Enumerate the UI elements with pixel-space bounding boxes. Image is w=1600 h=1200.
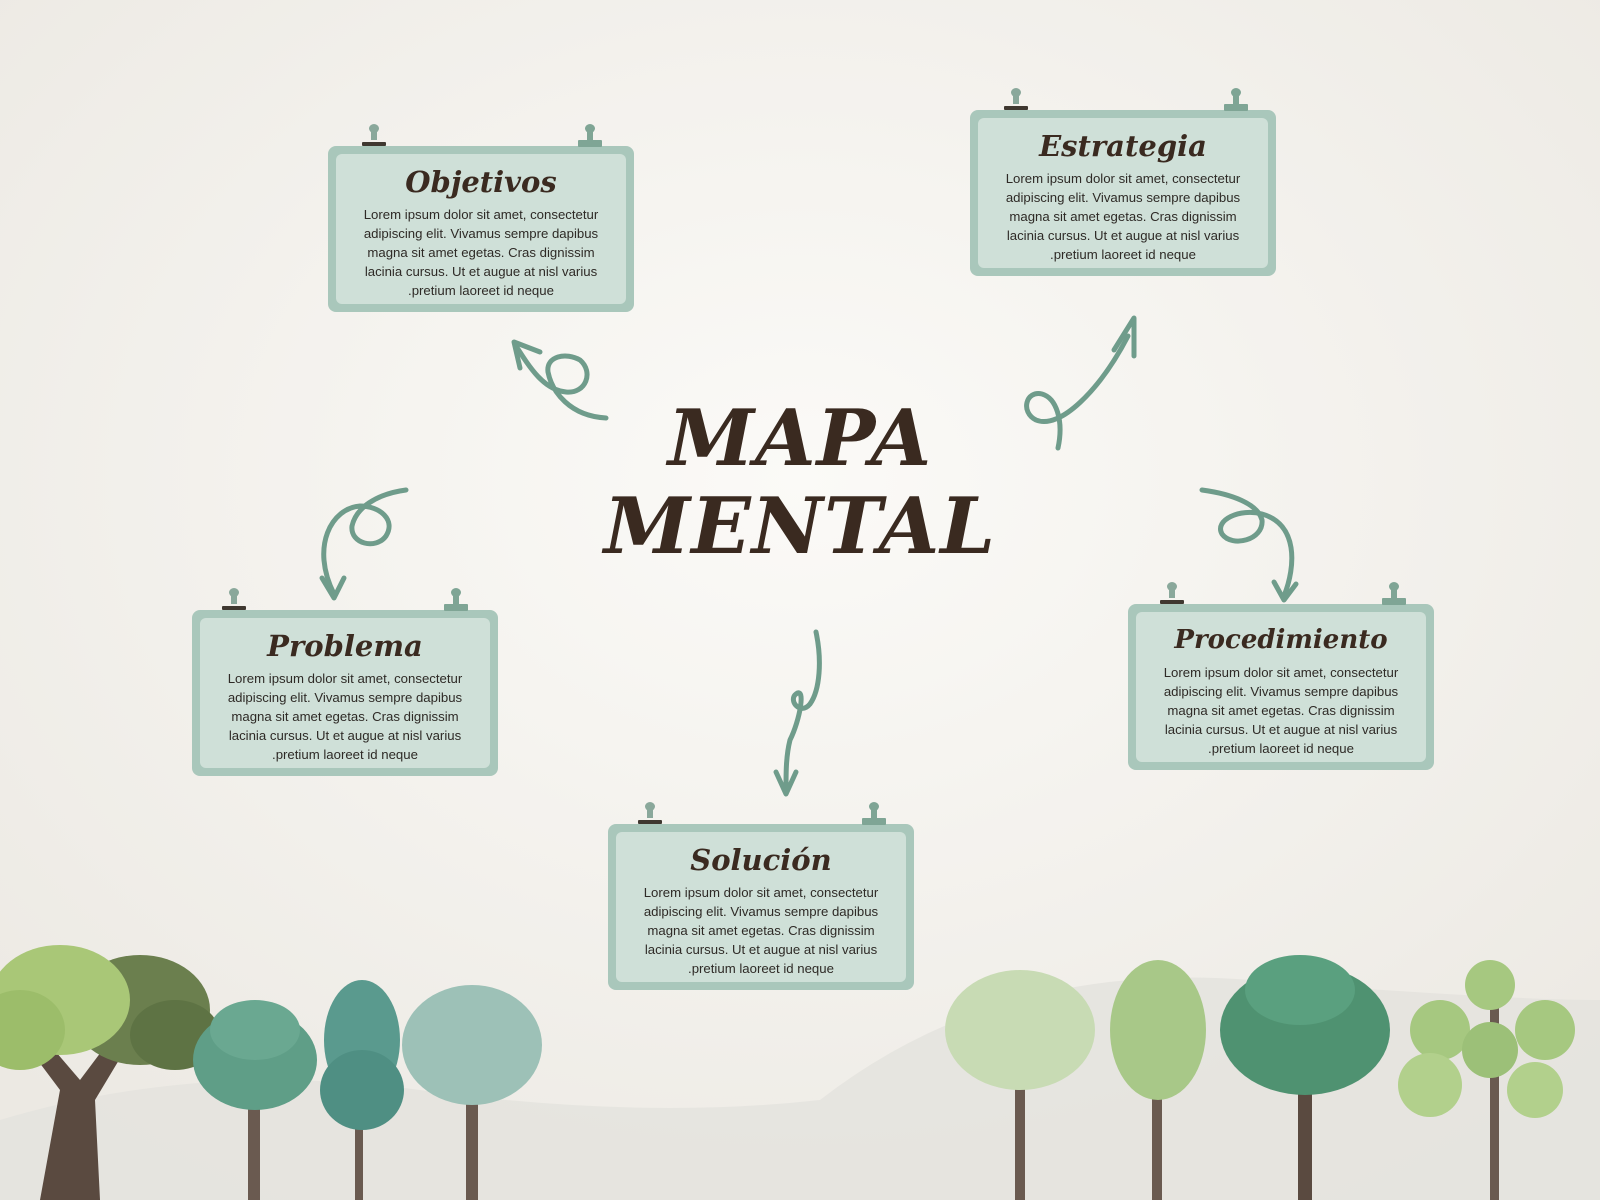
board-clip-icon	[1224, 88, 1248, 112]
node-heading: Problema	[267, 629, 423, 663]
node-solucion: Solución Lorem ipsum dolor sit amet, con…	[608, 802, 914, 990]
node-procedimiento: Procedimiento Lorem ipsum dolor sit amet…	[1128, 582, 1434, 770]
curly-arrow-icon	[783, 629, 822, 793]
board-clip-icon	[444, 588, 468, 612]
tree-illustration	[1110, 960, 1206, 1200]
node-body: Lorem ipsum dolor sit amet, consectetur …	[363, 207, 599, 298]
tree-illustration	[945, 970, 1095, 1200]
tree-illustration	[1220, 955, 1390, 1200]
curly-arrow-icon	[773, 769, 799, 797]
board-clip-icon	[1004, 88, 1028, 112]
board-clip-icon	[1382, 582, 1406, 606]
curly-arrow-icon	[1111, 315, 1137, 359]
node-body: Lorem ipsum dolor sit amet, consectetur …	[1005, 171, 1241, 262]
curly-arrow-icon	[319, 575, 347, 601]
curly-arrow-icon	[1024, 333, 1131, 451]
board-clip-icon	[362, 124, 386, 148]
curly-arrow-icon	[511, 339, 543, 371]
node-objetivos: Objetivos Lorem ipsum dolor sit amet, co…	[328, 124, 634, 312]
title-line-1: MAPA	[667, 393, 933, 484]
tree-illustration	[320, 980, 404, 1200]
board-clip-icon	[638, 802, 662, 826]
board-clip-icon	[578, 124, 602, 148]
node-heading: Solución	[690, 843, 832, 877]
node-heading: Procedimiento	[1174, 625, 1388, 655]
node-body: Lorem ipsum dolor sit amet, consectetur …	[643, 885, 879, 976]
curly-arrow-icon	[1271, 579, 1299, 603]
title-line-2: MENTAL	[603, 481, 997, 572]
node-problema: Problema Lorem ipsum dolor sit amet, con…	[192, 588, 498, 776]
board-clip-icon	[862, 802, 886, 826]
node-heading: Objetivos	[405, 165, 557, 199]
curly-arrow-icon	[1199, 487, 1295, 599]
node-estrategia: Estrategia Lorem ipsum dolor sit amet, c…	[970, 88, 1276, 276]
node-body: Lorem ipsum dolor sit amet, consectetur …	[227, 671, 463, 762]
tree-illustration	[193, 1000, 317, 1200]
node-body: Lorem ipsum dolor sit amet, consectetur …	[1163, 665, 1399, 756]
board-clip-icon	[1160, 582, 1184, 606]
board-clip-icon	[222, 588, 246, 612]
tree-illustration	[1398, 960, 1575, 1200]
tree-illustration	[402, 985, 542, 1200]
node-heading: Estrategia	[1039, 129, 1207, 163]
tree-illustration	[0, 945, 220, 1200]
curly-arrow-icon	[321, 487, 409, 597]
curly-arrow-icon	[513, 343, 609, 421]
page-title: MAPA MENTAL	[560, 395, 1040, 571]
